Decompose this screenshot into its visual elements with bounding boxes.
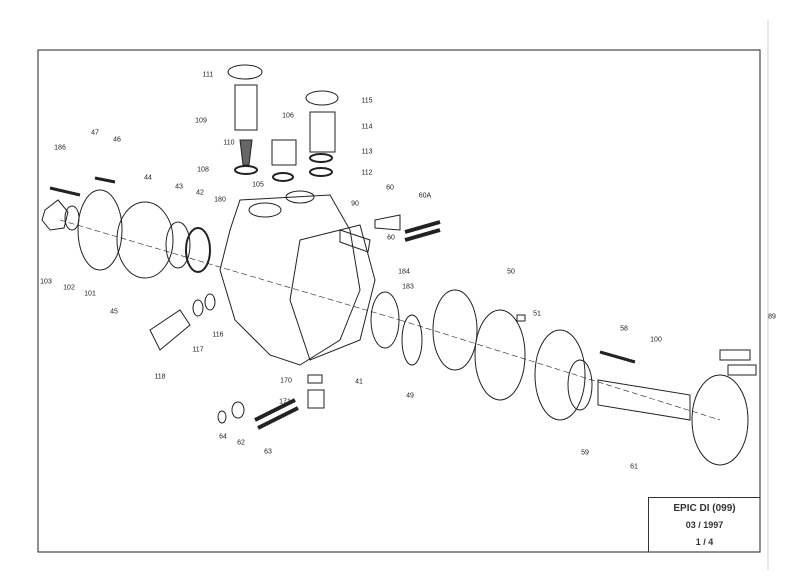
part-label: 118	[154, 373, 166, 381]
ring-59	[567, 359, 593, 411]
part-label: 113	[361, 148, 373, 156]
washer-102	[64, 205, 80, 231]
part-label: 64	[219, 433, 227, 441]
page-number: 1 / 4	[695, 537, 714, 547]
nut-103	[41, 199, 69, 231]
disc	[474, 309, 526, 401]
oring-105	[272, 172, 294, 182]
ring-43	[165, 221, 191, 269]
drawing-border	[37, 49, 761, 553]
fitting-114	[309, 111, 336, 153]
part-label: 100	[650, 336, 662, 344]
part-label: 102	[63, 284, 75, 292]
key-89	[719, 349, 751, 361]
part-label: 180	[214, 196, 226, 204]
drawing-date: 03 / 1997	[685, 520, 724, 530]
part-label: 116	[212, 331, 224, 339]
flange-59	[534, 329, 586, 421]
oring-116	[204, 293, 216, 311]
valve-60	[374, 214, 401, 231]
part-label: 42	[196, 189, 204, 197]
part-label: 41	[355, 378, 363, 386]
valve-60-lower	[339, 229, 371, 253]
plate-50	[432, 289, 478, 371]
part-171	[307, 389, 325, 409]
ring-49	[401, 314, 423, 366]
part-label: 112	[361, 169, 373, 177]
part-label: 115	[361, 97, 373, 105]
part-label: 62	[237, 439, 245, 447]
part-label: 90	[351, 200, 359, 208]
part-label: 44	[144, 174, 152, 182]
oring-113	[309, 153, 333, 163]
axis-line	[59, 219, 401, 321]
flange-101	[77, 189, 123, 271]
part-label: 89	[768, 313, 776, 321]
cover-44	[116, 201, 174, 279]
housing-port	[248, 202, 282, 218]
filter-110	[239, 139, 253, 166]
part-label: 184	[398, 268, 410, 276]
part-label: 111	[202, 71, 214, 79]
part-label: 106	[282, 112, 294, 120]
gasket-90	[289, 224, 376, 361]
part-label: 46	[113, 136, 121, 144]
title-block: EPIC DI (099) 03 / 1997 1 / 4	[648, 497, 760, 552]
part-label: 171	[279, 398, 291, 406]
spring-63	[254, 398, 299, 430]
part-label: 58	[620, 325, 628, 333]
part-label: 117	[192, 346, 204, 354]
part-label: 103	[40, 278, 52, 286]
part-label: 108	[197, 166, 209, 174]
part-label: 109	[195, 117, 207, 125]
part-label: 50	[507, 268, 515, 276]
shaft-61	[597, 379, 691, 421]
part-label: 45	[110, 308, 118, 316]
part-label: 105	[252, 181, 264, 189]
bolt-47	[94, 176, 116, 184]
bearing-41	[370, 291, 400, 349]
part-label: 49	[406, 392, 414, 400]
plug-118	[149, 309, 191, 351]
part-label: 60	[386, 184, 394, 192]
oring-117	[192, 299, 204, 317]
fitting-109	[234, 84, 258, 131]
plug-106	[271, 139, 297, 166]
housing-port-2	[285, 190, 315, 204]
part-label: 63	[264, 448, 272, 456]
part-label: 186	[54, 144, 66, 152]
rotor-housing	[691, 374, 749, 466]
key-51	[516, 314, 526, 322]
part-label: 170	[280, 377, 292, 385]
part-label: 110	[223, 139, 235, 147]
cap-111	[227, 64, 263, 80]
oring-108	[234, 165, 258, 175]
seal-42	[185, 227, 211, 273]
part-62	[231, 401, 245, 419]
part-label: 59	[581, 449, 589, 457]
axis-line-2	[399, 319, 721, 421]
model-name: EPIC DI (099)	[673, 503, 736, 514]
part-label: 60	[387, 234, 395, 242]
part-label: 51	[533, 310, 541, 318]
bolt-186	[49, 186, 81, 197]
fitting-170	[307, 374, 323, 384]
pin-58	[599, 350, 636, 364]
part-label: 101	[84, 290, 96, 298]
part-label: 183	[402, 283, 414, 291]
pump-housing	[219, 194, 361, 366]
oring-112	[309, 167, 333, 177]
part-label: 43	[175, 183, 183, 191]
part-label: 47	[91, 129, 99, 137]
spring-60A	[404, 220, 441, 242]
cap-115	[305, 90, 339, 106]
part-label: 60A	[418, 192, 432, 200]
washer-64	[217, 410, 227, 424]
part-label: 61	[630, 463, 638, 471]
part-label: 114	[361, 123, 373, 131]
key-89b	[727, 364, 757, 376]
